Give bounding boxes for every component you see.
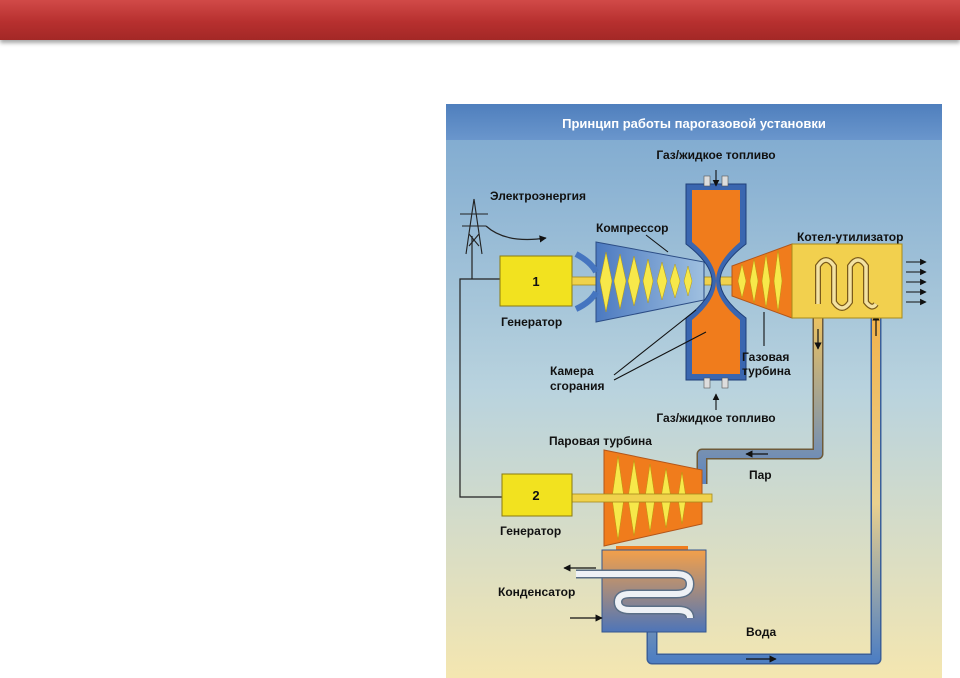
diagram-title: Принцип работы парогазовой установки [562, 116, 826, 131]
fuel-top-label: Газ/жидкое топливо [656, 148, 775, 162]
condenser-label: Конденсатор [498, 585, 575, 599]
generator-1 [499, 255, 573, 307]
steam-label: Пар [749, 468, 772, 482]
steam-turbine-label: Паровая турбина [549, 434, 652, 448]
compressor [574, 241, 705, 323]
power-plant-diagram: Принцип работы парогазовой установки 1 [446, 104, 942, 678]
header-band [0, 0, 960, 40]
pointer-lines [613, 170, 765, 410]
gas-turbine-label-line1: Газовая [742, 350, 789, 364]
steam-turbine [571, 449, 713, 547]
combustion-chamber-label-line2: сгорания [550, 379, 604, 393]
combustion-chamber-label-line1: Камера [550, 364, 594, 378]
generator-1-number: 1 [532, 274, 539, 289]
compressor-label: Компрессор [596, 221, 668, 235]
steam-water-pipes [646, 304, 882, 665]
gas-turbine [731, 243, 793, 319]
generator-2-number: 2 [532, 488, 539, 503]
generator-1-label: Генератор [501, 315, 562, 329]
fuel-bottom-label: Газ/жидкое топливо [656, 411, 775, 425]
generator-2 [501, 473, 573, 517]
gas-turbine-label-line2: турбина [742, 364, 791, 378]
condenser [563, 546, 707, 633]
water-label: Вода [746, 625, 776, 639]
electricity-label: Электроэнергия [490, 189, 586, 203]
combustion-chamber [685, 175, 747, 389]
power-pylon-icon [460, 198, 488, 255]
generator-2-label: Генератор [500, 524, 561, 538]
boiler-label: Котел-утилизатор [797, 230, 903, 244]
heat-recovery-boiler [791, 243, 927, 319]
title-bar [446, 104, 942, 140]
